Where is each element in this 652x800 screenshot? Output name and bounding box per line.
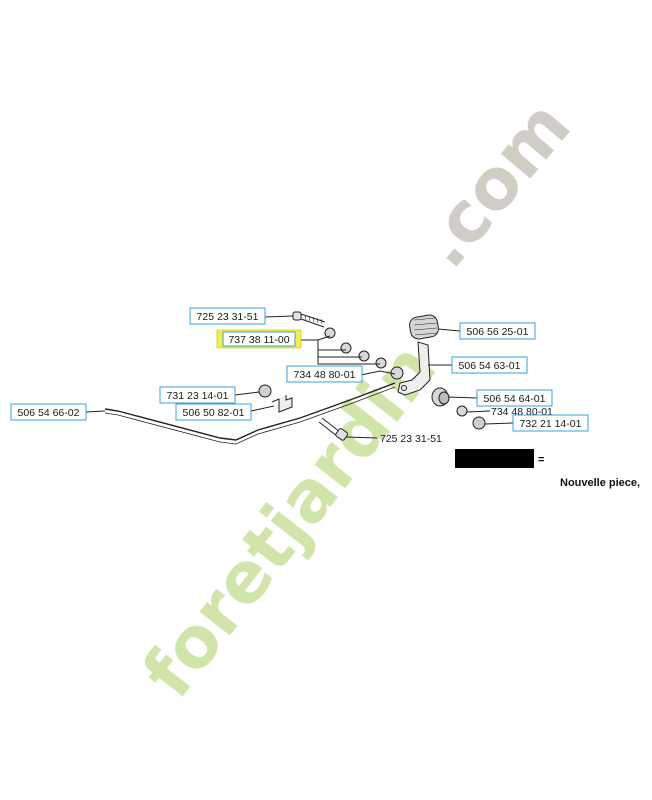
leader-p3 <box>360 370 396 376</box>
watermark-suffix-text: .com <box>402 85 586 283</box>
leader-p10 <box>447 396 478 399</box>
part-label-506-50-82-01[interactable]: 506 50 82-01 <box>175 403 252 421</box>
part-number: 731 23 14-01 <box>167 390 229 402</box>
washer-5-icon <box>390 366 404 380</box>
leader-p6 <box>85 410 106 413</box>
part-number: 725 23 31-51 <box>380 433 442 445</box>
group-leader <box>301 335 380 365</box>
part-label-725-23-31-51-top[interactable]: 725 23 31-51 <box>189 307 266 325</box>
washer-2-icon <box>340 342 352 354</box>
part-number: 725 23 31-51 <box>197 311 259 323</box>
washer-4-icon <box>375 357 387 369</box>
top-bolt-icon <box>292 311 326 328</box>
pedal-grip-icon <box>409 314 439 340</box>
part-label-506-54-63-01[interactable]: 506 54 63-01 <box>451 356 528 374</box>
spacer-icon <box>431 387 450 407</box>
rod-part <box>104 382 396 441</box>
washer-6-icon <box>456 405 468 417</box>
part-label-731-23-14-01[interactable]: 731 23 14-01 <box>159 386 236 404</box>
leader-p4 <box>234 391 260 396</box>
leader-p5 <box>250 405 275 412</box>
part-label-737-38-11-00[interactable]: 737 38 11-00 <box>216 329 302 349</box>
part-label-725-23-31-51-lower[interactable]: 725 23 31-51 <box>380 433 442 445</box>
legend: = Nouvelle piece, <box>455 449 640 489</box>
part-label-734-48-80-01-left[interactable]: 734 48 80-01 <box>286 365 363 383</box>
lower-bolt-icon <box>318 417 349 441</box>
leader-p11 <box>466 410 491 413</box>
rod-part-shadow <box>104 386 396 445</box>
legend-text: Nouvelle piece, <box>560 477 640 489</box>
nut-2-icon <box>258 384 272 398</box>
part-number: 734 48 80-01 <box>294 369 356 381</box>
part-number: 506 54 63-01 <box>459 360 521 372</box>
part-number: 506 54 66-02 <box>18 407 80 419</box>
part-number: 732 21 14-01 <box>520 418 582 430</box>
legend-swatch <box>455 449 534 468</box>
part-number: 506 50 82-01 <box>183 407 245 419</box>
part-number: 737 38 11-00 <box>228 334 289 346</box>
nut-icon <box>472 416 486 430</box>
leader-p1 <box>264 315 294 318</box>
part-label-732-21-14-01[interactable]: 732 21 14-01 <box>512 414 589 432</box>
bracket-icon <box>271 395 293 413</box>
part-number: 506 56 25-01 <box>467 326 529 338</box>
legend-equals: = <box>538 454 544 466</box>
leader-p8 <box>437 328 461 332</box>
part-label-506-54-66-02[interactable]: 506 54 66-02 <box>10 403 87 421</box>
washer-3-icon <box>358 350 370 362</box>
part-label-506-56-25-01[interactable]: 506 56 25-01 <box>459 322 536 340</box>
part-number: 506 54 64-01 <box>484 393 546 405</box>
leader-p12 <box>484 422 514 425</box>
leader-p7 <box>345 436 378 439</box>
pedal-lever-icon <box>397 341 431 396</box>
assembly-drawing <box>85 311 514 445</box>
washer-1-icon <box>324 327 336 339</box>
part-labels: 725 23 31-51 737 38 11-00 734 48 80-01 7… <box>10 307 589 445</box>
part-label-506-54-64-01[interactable]: 506 54 64-01 <box>476 389 553 407</box>
